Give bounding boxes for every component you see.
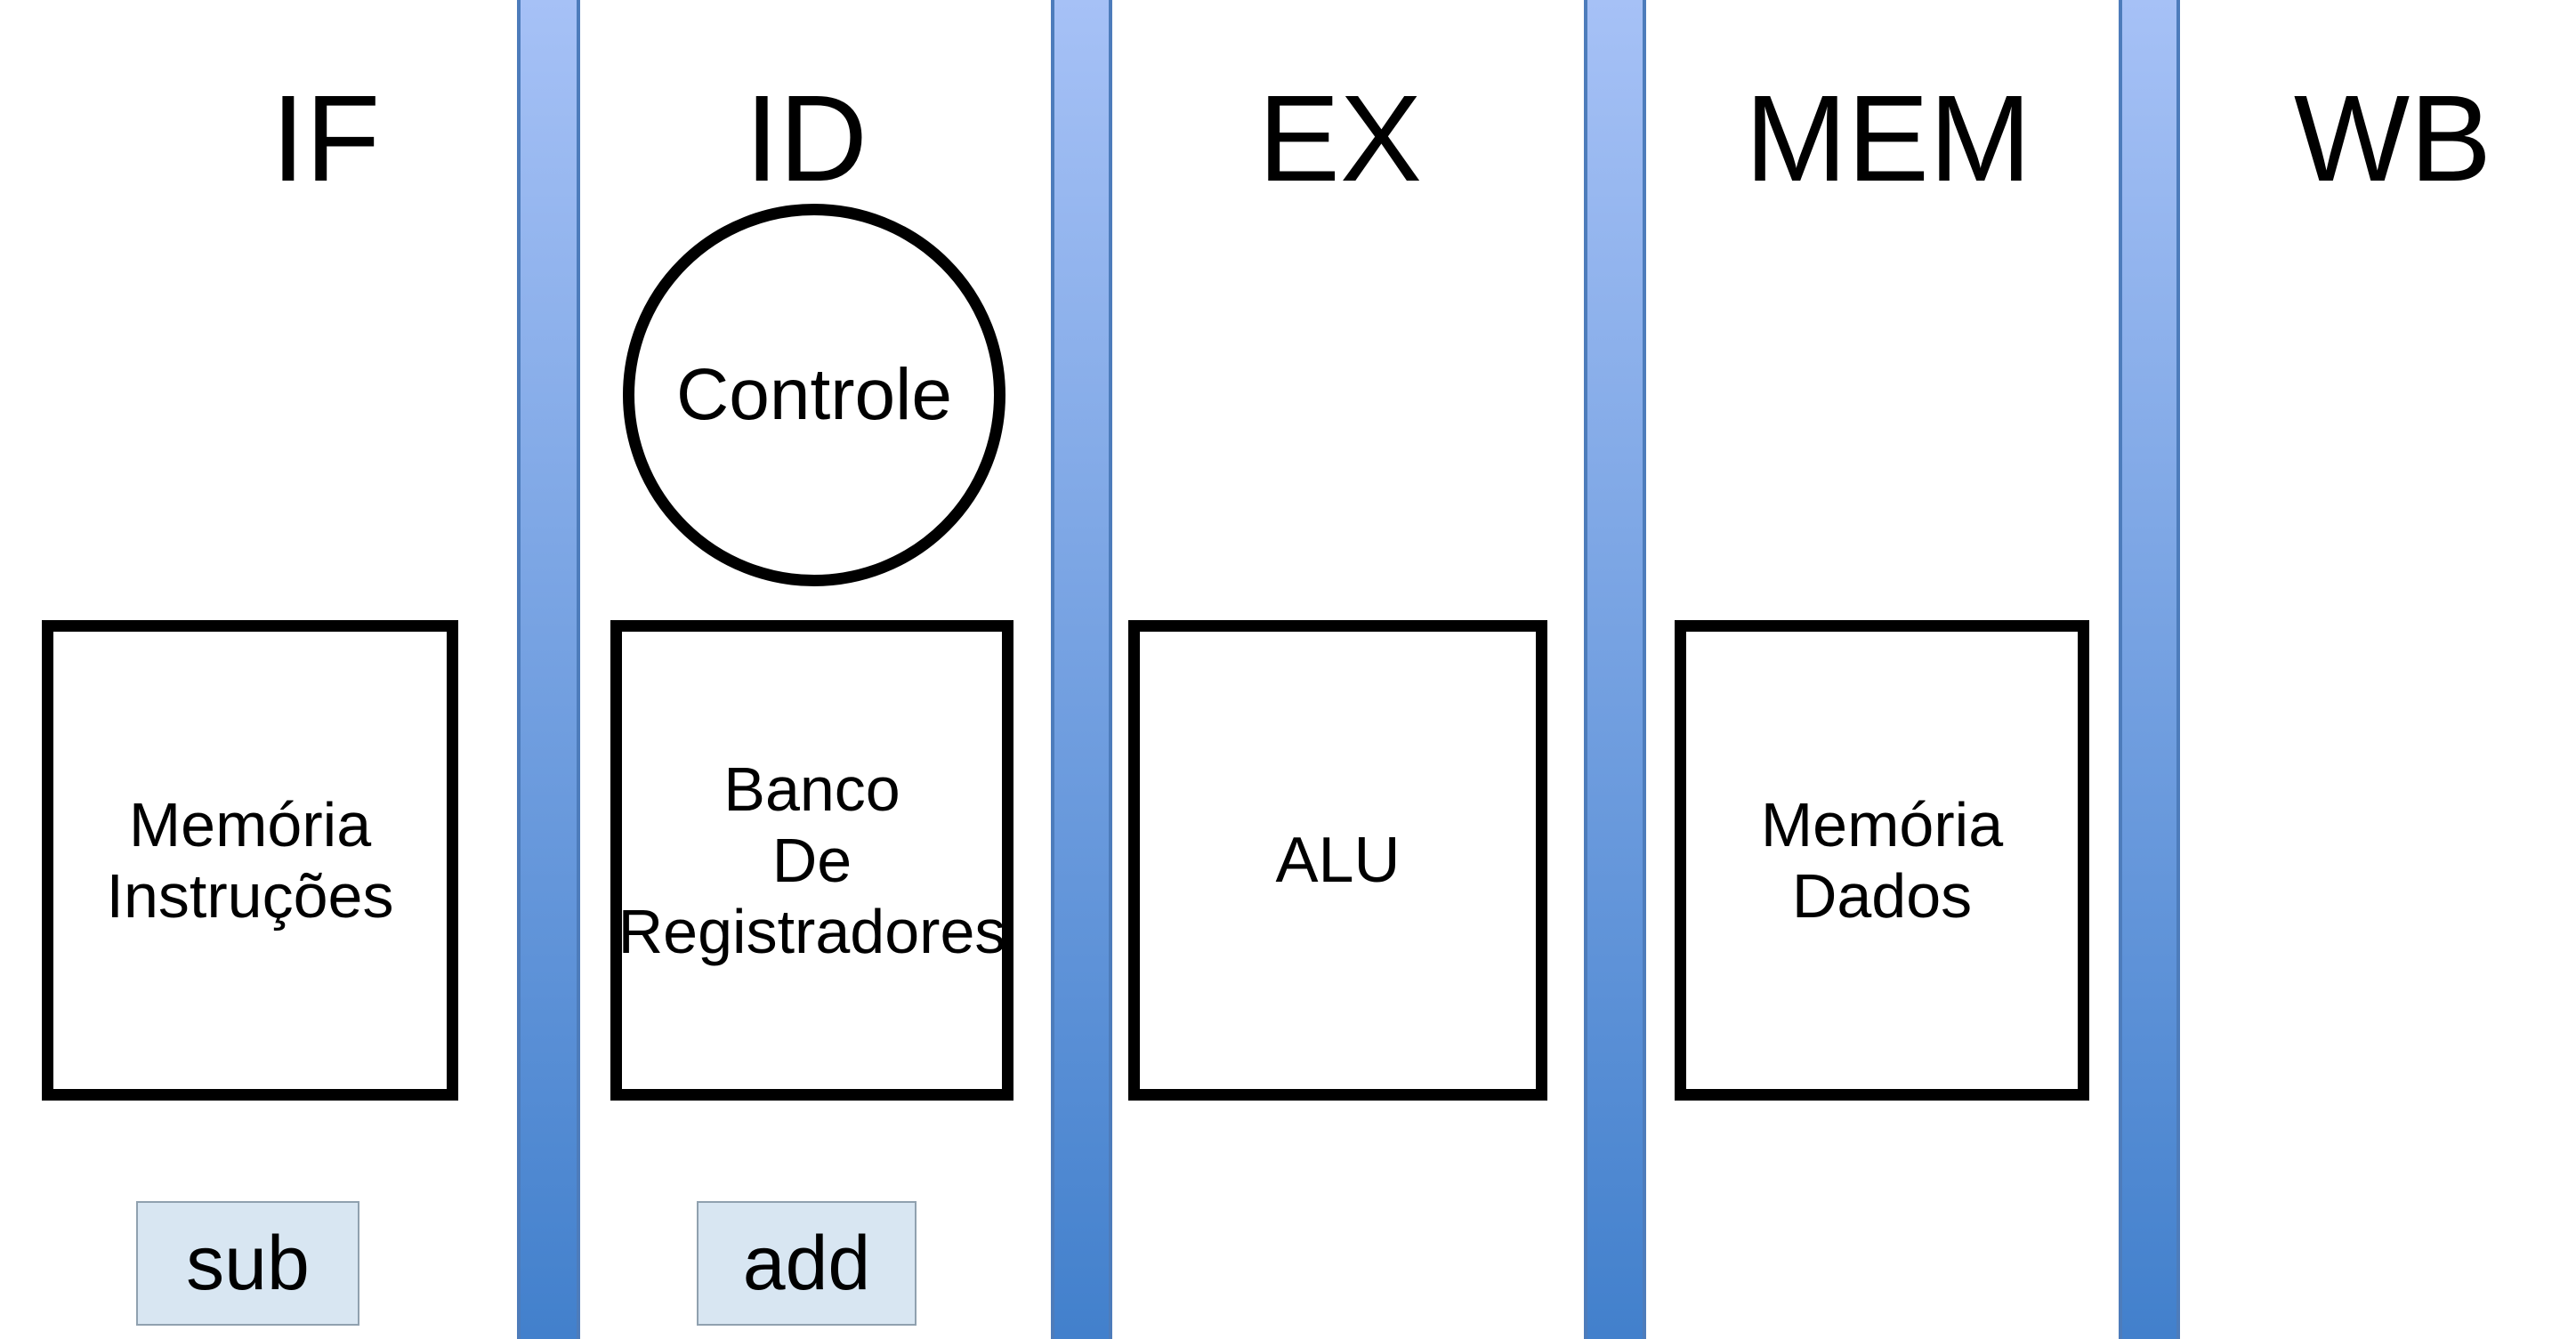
stage-title-mem: MEM (1745, 70, 2031, 207)
instruction-memory-label-line2: Instruções (106, 861, 394, 931)
data-memory-label-line2: Dados (1791, 861, 1973, 931)
stage-title-wb: WB (2293, 70, 2492, 207)
instruction-badge-add-label: add (742, 1221, 871, 1306)
data-memory-label-line1: Memória (1760, 790, 2004, 859)
stage-divider-ex-mem (1584, 0, 1646, 1339)
stage-title-if: IF (271, 70, 381, 207)
instruction-memory-label-line1: Memória (128, 790, 372, 859)
stage-divider-mem-wb (2119, 0, 2180, 1339)
instruction-badge-add: add (697, 1201, 917, 1326)
register-file-label-line3: Registradores (618, 897, 1006, 966)
data-memory-box: Memória Dados (1675, 620, 2089, 1101)
stage-title-ex: EX (1257, 70, 1423, 207)
instruction-badge-sub-label: sub (186, 1221, 310, 1306)
instruction-memory-box: Memória Instruções (42, 620, 458, 1101)
register-file-label-line2: De (771, 826, 852, 895)
alu-label: ALU (1275, 825, 1401, 896)
control-unit-label: Controle (676, 354, 952, 435)
stage-divider-if-id (517, 0, 580, 1339)
register-file-label-line1: Banco (723, 754, 900, 824)
stage-title-id: ID (745, 70, 868, 207)
register-file-box: Banco De Registradores (610, 620, 1013, 1101)
alu-box: ALU (1128, 620, 1547, 1101)
instruction-badge-sub: sub (136, 1201, 359, 1326)
stage-divider-id-ex (1051, 0, 1112, 1339)
control-unit-circle: Controle (623, 204, 1005, 586)
